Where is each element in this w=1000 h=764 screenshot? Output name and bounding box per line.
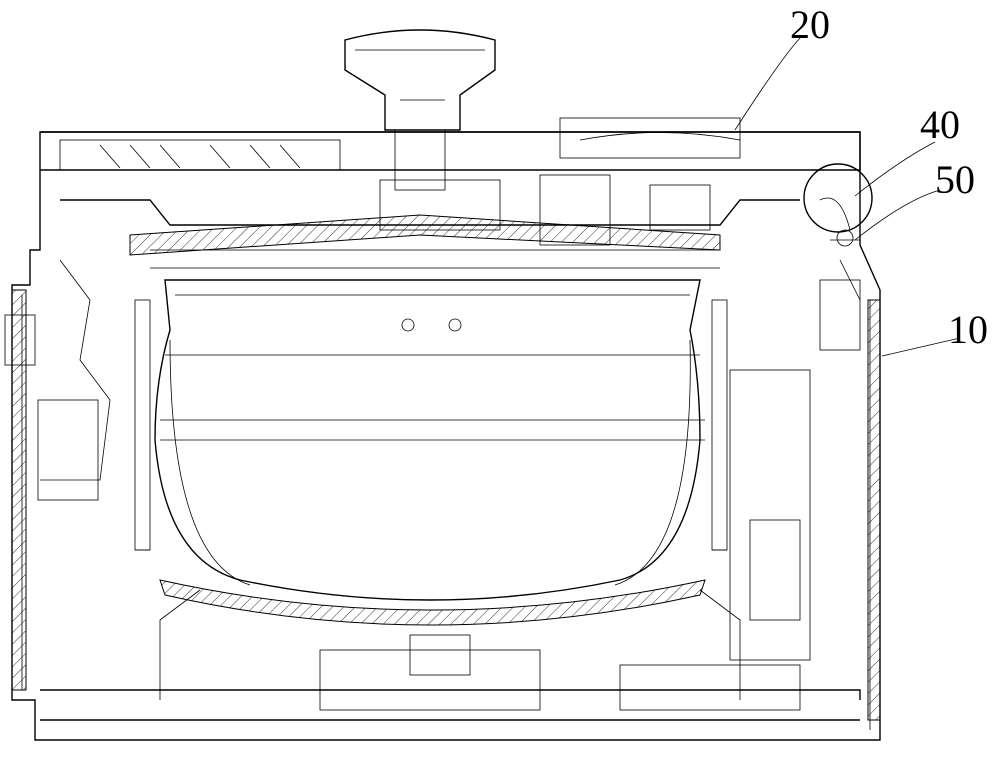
inner-pot [135, 280, 727, 600]
lid-assembly [40, 118, 860, 268]
knob [345, 30, 495, 190]
right-detail [804, 164, 872, 350]
base-assembly [40, 370, 860, 720]
label-50: 50 [935, 160, 975, 200]
label-40: 40 [920, 105, 960, 145]
label-20: 20 [790, 5, 830, 45]
leader-lines [735, 38, 960, 356]
label-10: 10 [948, 310, 988, 350]
